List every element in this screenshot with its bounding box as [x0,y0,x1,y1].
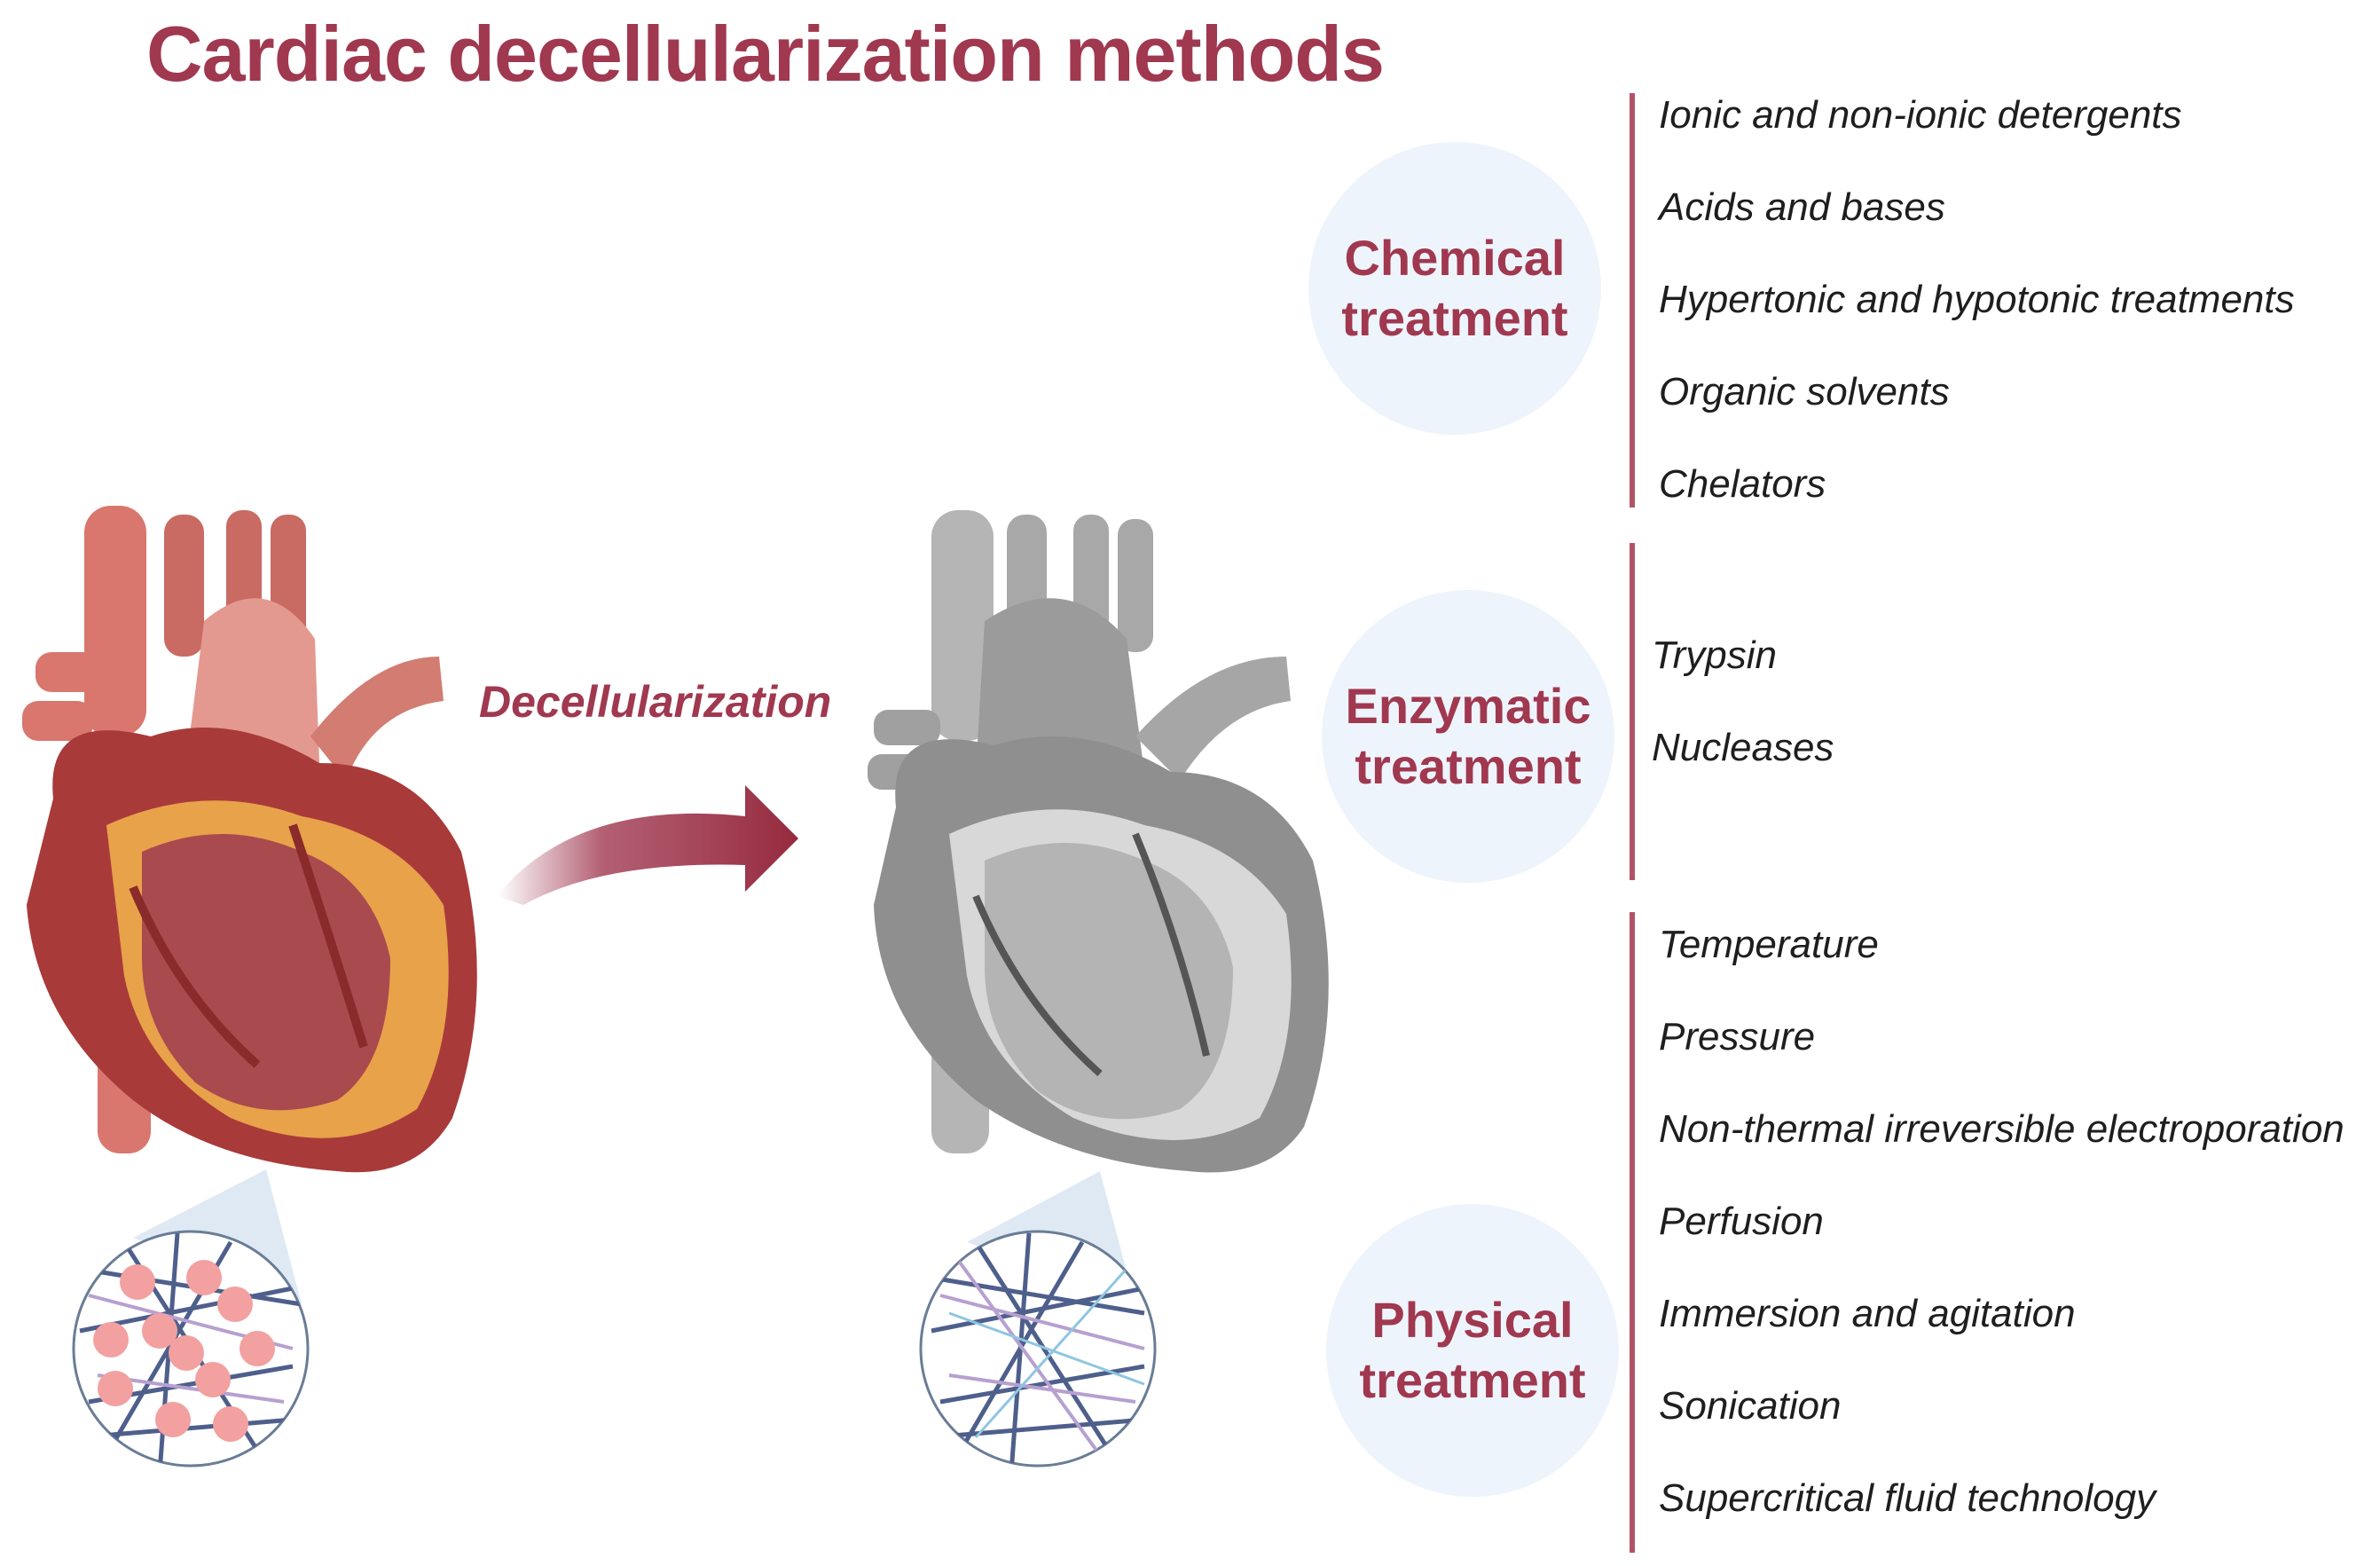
physical-item: Pressure [1659,1015,1816,1058]
physical-item: Non-thermal irreversible electroporation [1659,1107,2345,1151]
physical-treatment-label: Physical treatment [1359,1292,1586,1408]
chemical-item: Hypertonic and hypotonic treatments [1659,278,2295,321]
physical-item: Supercritical fluid technology [1659,1476,2156,1520]
chemical-treatment-circle: Chemical treatment [1308,142,1601,435]
decellularization-label: Decellularization [479,677,832,727]
physical-item: Sonication [1659,1384,1842,1428]
physical-treatment-bar [1630,912,1635,1553]
chemical-treatment-bar [1630,93,1635,508]
enzymatic-item: Nucleases [1652,726,1834,769]
chemical-item: Organic solvents [1659,370,1950,413]
physical-item: Immersion and agitation [1659,1292,2076,1335]
physical-item: Temperature [1659,923,1879,966]
decellularized-heart-illustration [868,510,1329,1173]
native-heart-illustration [22,506,477,1173]
chemical-item: Ionic and non-ionic detergents [1659,93,2182,137]
enzymatic-treatment-label: Enzymatic treatment [1345,678,1591,794]
physical-treatment-circle: Physical treatment [1326,1204,1619,1497]
physical-item: Perfusion [1659,1200,1824,1243]
enzymatic-item: Trypsin [1652,633,1777,677]
decellularized-tissue-zoom-circle [919,1230,1157,1468]
decellularization-arrow [497,785,798,905]
native-tissue-zoom-circle [72,1230,310,1468]
enzymatic-treatment-bar [1630,543,1635,880]
figure-title: Cardiac decellularization methods [146,10,1385,98]
chemical-item: Acids and bases [1659,185,1945,229]
chemical-item: Chelators [1659,462,1826,506]
chemical-treatment-label: Chemical treatment [1341,230,1568,346]
enzymatic-treatment-circle: Enzymatic treatment [1322,590,1614,883]
